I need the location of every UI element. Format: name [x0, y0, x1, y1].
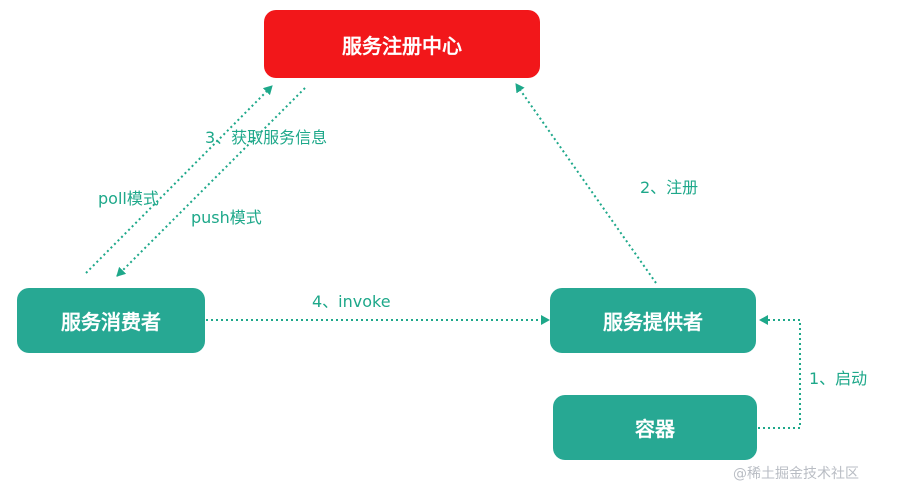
edge-push [116, 87, 306, 277]
label-start: 1、启动 [809, 369, 868, 388]
watermark: @稀土掘金技术社区 [733, 466, 859, 482]
label-register: 2、注册 [640, 178, 699, 197]
edge-start [758, 315, 801, 429]
node-consumer: 服务消费者 [17, 288, 205, 353]
node-provider: 服务提供者 [550, 288, 756, 353]
label-poll: poll模式 [98, 189, 159, 208]
node-registry: 服务注册中心 [264, 10, 540, 78]
edge-poll [85, 85, 273, 274]
label-invoke: 4、invoke [312, 292, 391, 311]
node-container: 容器 [553, 395, 757, 460]
label-push: push模式 [191, 208, 262, 227]
edge-register [515, 83, 657, 284]
label-get-info: 3、获取服务信息 [205, 128, 328, 147]
